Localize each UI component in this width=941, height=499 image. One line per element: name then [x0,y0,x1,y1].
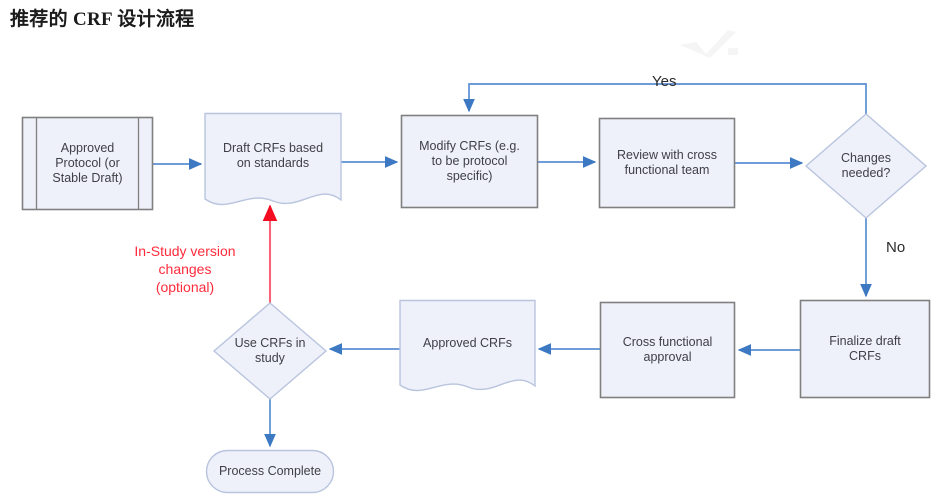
node-use-crfs-in-study[interactable] [212,302,328,400]
annotation-in-study-version-changes: In-Study version changes (optional) [110,242,260,296]
page-title: 推荐的 CRF 设计流程 [10,9,195,30]
node-modify-crfs[interactable] [400,114,539,209]
edge-label-no: No [886,239,905,256]
node-review-cross-functional[interactable] [598,117,736,209]
edge-text: No [886,239,906,256]
edge-text: Yes [652,73,677,90]
node-process-complete[interactable] [205,449,335,494]
node-changes-needed[interactable] [804,113,928,219]
node-finalize-draft-crfs[interactable] [799,299,931,399]
node-approved-crfs[interactable] [399,299,536,392]
node-approved-protocol[interactable] [21,116,154,211]
check-watermark [680,30,738,58]
annotation-line-3: (optional) [155,279,215,295]
node-draft-crfs[interactable] [204,112,342,206]
connector-decision-yes-to-modify [463,83,867,114]
annotation-line-1: In-Study version [134,243,236,259]
edge-label-yes: Yes [652,73,676,90]
annotation-line-2: changes [158,261,212,277]
node-cross-functional-approval[interactable] [599,301,736,399]
